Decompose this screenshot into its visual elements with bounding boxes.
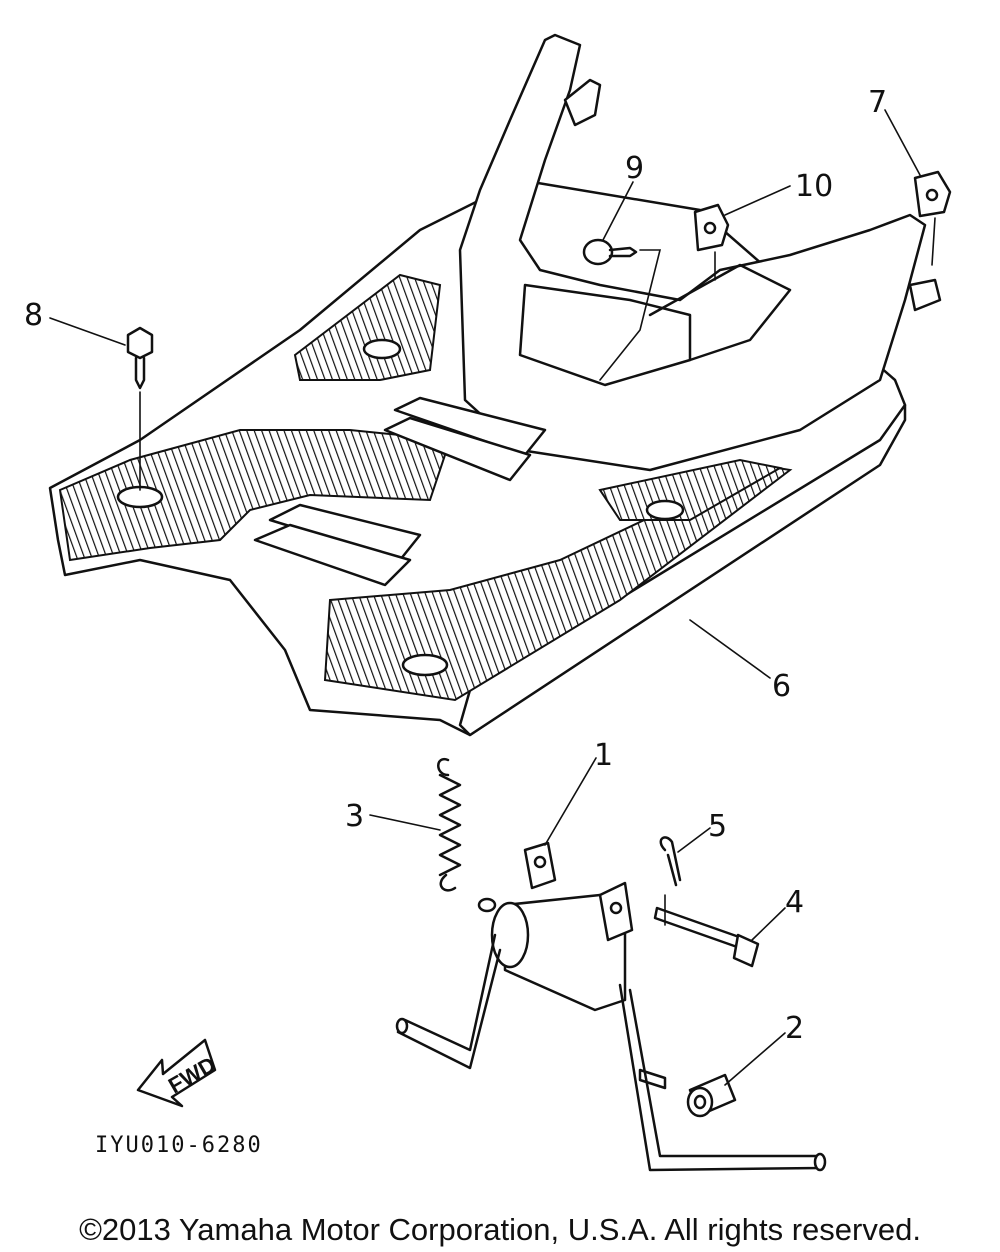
mount-hole bbox=[645, 499, 685, 521]
mount-hole bbox=[362, 338, 402, 360]
spring-part-3 bbox=[437, 757, 462, 892]
screw-part-9 bbox=[582, 238, 662, 381]
callout-2: 2 bbox=[785, 1011, 804, 1046]
callout-7: 7 bbox=[868, 85, 887, 120]
footboard-part bbox=[48, 33, 942, 737]
callout-4: 4 bbox=[785, 885, 804, 920]
collar-part-2 bbox=[638, 1068, 737, 1118]
diagram-code: IYU010-6280 bbox=[95, 1133, 263, 1158]
nut-clip-part-7 bbox=[913, 170, 952, 266]
forward-arrow-icon: FWD bbox=[136, 1038, 220, 1108]
cotter-pin-part-5 bbox=[659, 836, 682, 926]
callout-10: 10 bbox=[795, 169, 833, 204]
callout-3: 3 bbox=[345, 799, 364, 834]
leader-lines bbox=[49, 109, 921, 1086]
callout-5: 5 bbox=[708, 809, 727, 844]
nut-clip-part-10 bbox=[693, 203, 730, 281]
callout-6: 6 bbox=[772, 669, 791, 704]
callout-9: 9 bbox=[625, 151, 644, 186]
mount-hole bbox=[401, 653, 449, 677]
main-stand-part-1 bbox=[395, 841, 827, 1172]
bolt-part-8 bbox=[126, 326, 154, 491]
pin-part-4 bbox=[653, 906, 760, 968]
callout-8: 8 bbox=[24, 298, 43, 333]
callout-1: 1 bbox=[594, 738, 613, 773]
copyright-notice: ©2013 Yamaha Motor Corporation, U.S.A. A… bbox=[79, 1212, 921, 1247]
